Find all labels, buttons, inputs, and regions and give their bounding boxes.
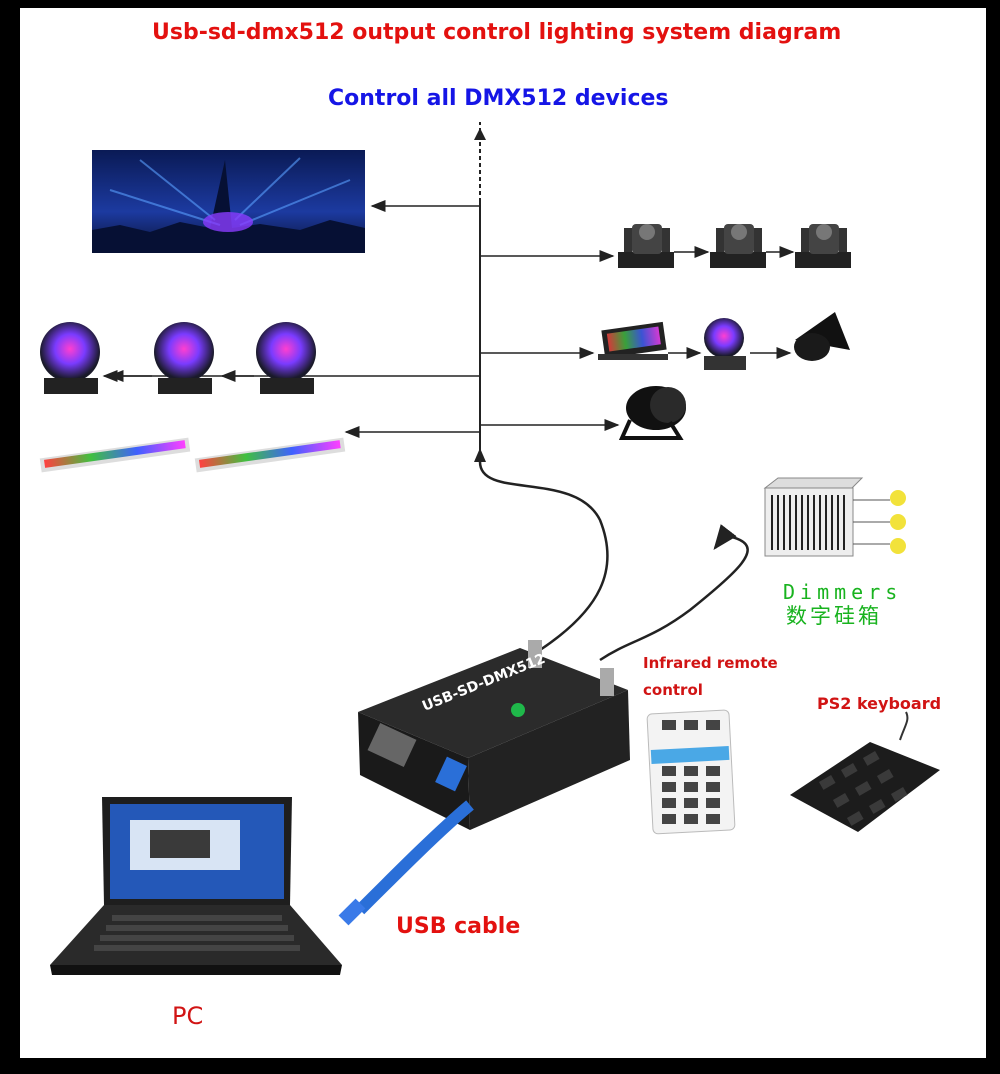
trunk-up-arrow: [474, 128, 486, 140]
usb-cable-graphic: [338, 800, 474, 926]
pc-label: PC: [172, 1002, 204, 1030]
trunk-entry-arrow: [474, 448, 486, 462]
ps2-keyboard-graphic: [790, 711, 940, 832]
ps2-keyboard-label: PS2 keyboard: [817, 694, 942, 713]
dimmers-label-cn: 数字硅箱: [786, 604, 882, 628]
dmx-cable-main: [478, 461, 609, 652]
moving-beam-fixtures: [618, 224, 851, 268]
dimmers-label-en: Dimmers: [783, 580, 903, 604]
led-wall-washers: [39, 437, 346, 473]
usb-sd-dmx512-controller: [358, 640, 630, 830]
infrared-remote-label: Infrared remote control: [643, 654, 778, 699]
cityscape-image: [92, 150, 365, 253]
led-moving-heads: [40, 322, 316, 394]
diagram-title: Usb-sd-dmx512 output control lighting sy…: [152, 20, 842, 45]
dimmer-rack: [763, 477, 906, 557]
infrared-remote-graphic: [646, 709, 736, 835]
dmx-cable-dimmers: [599, 524, 749, 662]
mixed-fixtures: [598, 312, 850, 370]
diagram-subtitle: Control all DMX512 devices: [328, 86, 669, 111]
par-can-fixture: [618, 386, 686, 440]
usb-cable-label: USB cable: [396, 914, 521, 939]
laptop-pc-graphic: [50, 797, 342, 975]
